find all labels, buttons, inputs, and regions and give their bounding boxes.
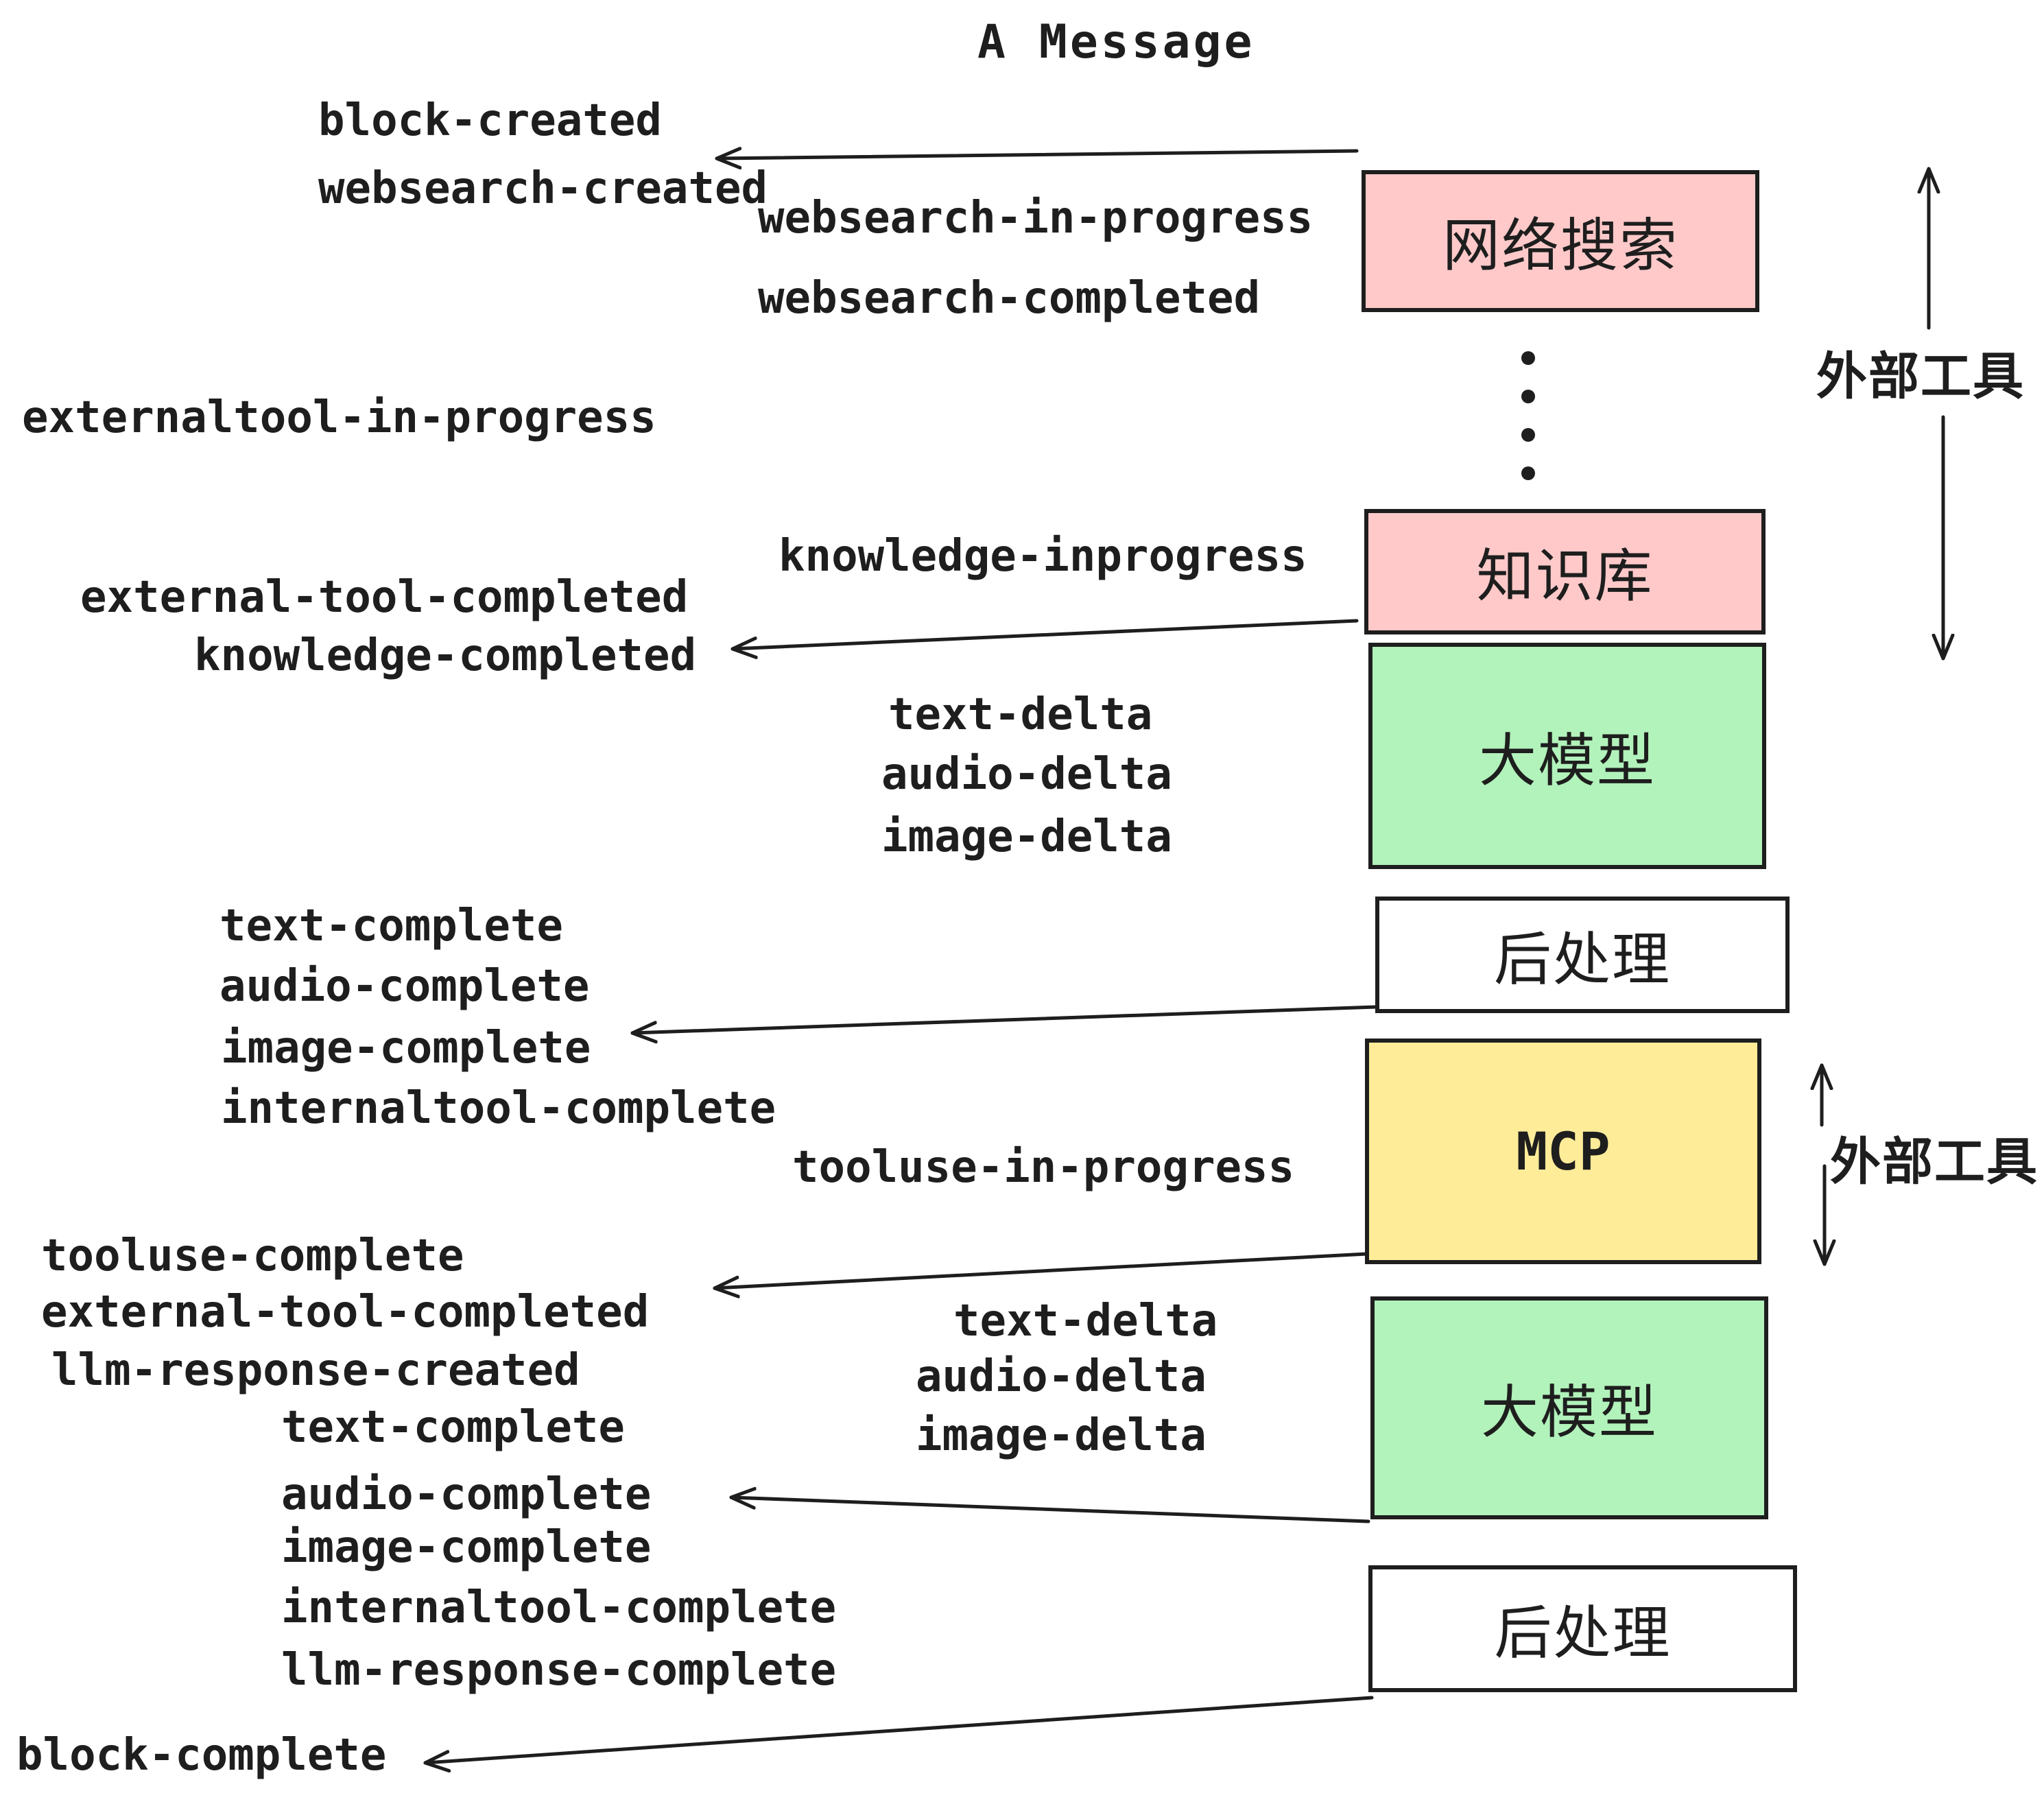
box-mcp-label: MCP xyxy=(1516,1121,1611,1182)
box-llm-2: 大模型 xyxy=(1370,1296,1768,1519)
event-external-tool-completed-2: external-tool-completed xyxy=(41,1287,650,1338)
event-llm-response-complete: llm-response-complete xyxy=(281,1645,837,1696)
event-external-tool-completed: external-tool-completed xyxy=(80,572,689,623)
box-postprocess-2-label: 后处理 xyxy=(1494,1600,1672,1667)
external-tools-label-top: 外部工具 xyxy=(1816,347,2025,406)
box-llm-1-label: 大模型 xyxy=(1478,726,1656,794)
event-block-created: block-created xyxy=(318,95,662,146)
box-postprocess-1: 后处理 xyxy=(1375,897,1790,1013)
event-block-complete: block-complete xyxy=(16,1730,387,1781)
event-audio-delta-2: audio-delta xyxy=(916,1351,1207,1402)
event-knowledge-completed: knowledge-completed xyxy=(194,630,697,681)
event-internaltool-complete-2: internaltool-complete xyxy=(281,1582,837,1633)
arrow-to-audio-complete xyxy=(729,1497,1370,1523)
vertical-ellipsis xyxy=(1521,351,1535,480)
box-llm-2-label: 大模型 xyxy=(1480,1379,1658,1446)
event-externaltool-in-progress: externaltool-in-progress xyxy=(22,392,656,443)
event-tooluse-in-progress: tooluse-in-progress xyxy=(792,1142,1295,1193)
event-internaltool-complete: internaltool-complete xyxy=(221,1083,776,1134)
ellipsis-dot xyxy=(1521,466,1535,480)
box-mcp: MCP xyxy=(1365,1039,1761,1264)
event-text-delta-2: text-delta xyxy=(953,1296,1218,1346)
event-llm-response-created: llm-response-created xyxy=(51,1345,580,1396)
event-text-complete-2: text-complete xyxy=(281,1402,625,1453)
arrow-to-block-complete xyxy=(423,1696,1374,1763)
event-text-delta: text-delta xyxy=(888,689,1153,740)
box-postprocess-1-label: 后处理 xyxy=(1493,925,1671,993)
event-image-delta-2: image-delta xyxy=(916,1410,1207,1461)
box-postprocess-2: 后处理 xyxy=(1368,1565,1797,1692)
ellipsis-dot xyxy=(1521,390,1535,403)
event-image-delta: image-delta xyxy=(881,811,1172,862)
event-tooluse-complete: tooluse-complete xyxy=(41,1231,464,1281)
event-audio-complete: audio-complete xyxy=(219,961,590,1012)
arrow-to-image-complete xyxy=(630,1005,1378,1033)
box-llm-1: 大模型 xyxy=(1368,643,1766,869)
event-audio-delta: audio-delta xyxy=(881,749,1172,800)
box-knowledge-label: 知识库 xyxy=(1476,543,1654,610)
event-websearch-created: websearch-created xyxy=(318,163,768,214)
ellipsis-dot xyxy=(1521,351,1535,365)
event-websearch-completed: websearch-completed xyxy=(758,273,1261,324)
box-websearch-label: 网络搜索 xyxy=(1442,212,1678,279)
event-text-complete: text-complete xyxy=(219,901,563,951)
box-knowledge-base: 知识库 xyxy=(1364,509,1766,634)
event-image-complete-2: image-complete xyxy=(281,1522,652,1573)
event-websearch-in-progress: websearch-in-progress xyxy=(758,193,1314,244)
event-image-complete: image-complete xyxy=(221,1023,591,1073)
event-audio-complete-2: audio-complete xyxy=(281,1469,652,1520)
arrow-to-knowledge-completed xyxy=(730,619,1359,649)
box-websearch: 网络搜索 xyxy=(1362,170,1759,312)
ellipsis-dot xyxy=(1521,428,1535,442)
external-tools-label-mcp: 外部工具 xyxy=(1830,1132,2039,1191)
arrow-to-tooluse-complete xyxy=(713,1252,1369,1288)
diagram-title: A Message xyxy=(977,15,1255,69)
event-knowledge-inprogress: knowledge-inprogress xyxy=(779,531,1307,582)
arrow-to-block-created xyxy=(715,151,1359,158)
